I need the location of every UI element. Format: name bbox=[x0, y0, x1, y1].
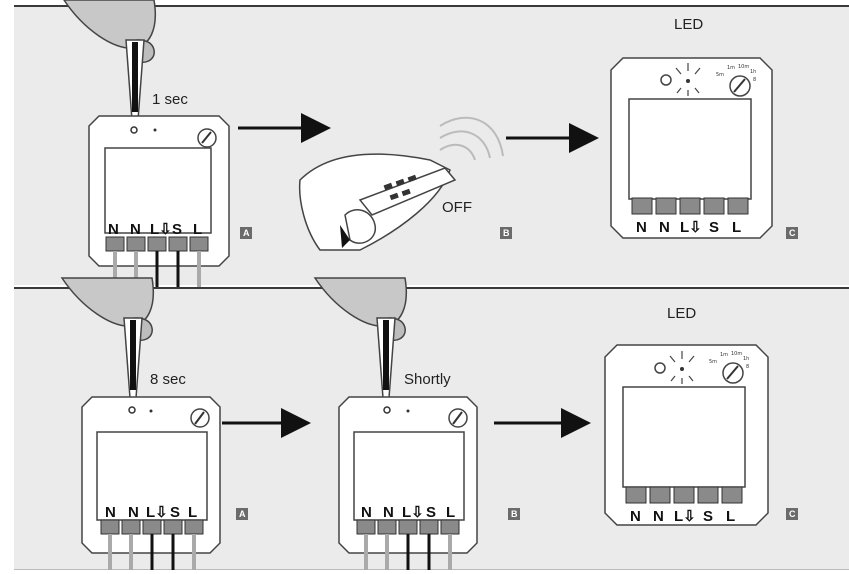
terminal-label-n2: N bbox=[128, 504, 139, 521]
step-badge bbox=[508, 508, 520, 520]
step-badge bbox=[786, 227, 798, 239]
terminal-label-s: S bbox=[426, 504, 436, 521]
step-badge-label: C bbox=[789, 228, 796, 238]
dial-label-1m: 1m bbox=[727, 65, 735, 71]
time-label: 1 sec bbox=[152, 91, 188, 108]
terminal-label-l-load: L⇩ bbox=[674, 508, 696, 525]
led-label: LED bbox=[674, 16, 703, 33]
dial-label-5m: 5m bbox=[716, 72, 724, 78]
led-indicator-icon bbox=[153, 128, 157, 132]
hand-pen-icon bbox=[314, 277, 408, 409]
bottom-step-c: LED 5m 1m 10m 1h 8 N N L⇩ S L C bbox=[604, 305, 798, 526]
time-label: Shortly bbox=[404, 371, 451, 388]
state-label: OFF bbox=[442, 199, 472, 216]
led-label: LED bbox=[667, 305, 696, 322]
device-window bbox=[353, 431, 465, 521]
device-window bbox=[622, 386, 746, 488]
top-step-c: LED 5m 1m 10m 1h 8 N N L⇩ S L C bbox=[610, 16, 798, 239]
led-indicator-icon bbox=[686, 79, 690, 83]
terminal-label-s: S bbox=[709, 219, 719, 236]
terminal-label-n2: N bbox=[130, 221, 141, 238]
terminal-blocks bbox=[356, 519, 460, 535]
step-badge-label: B bbox=[511, 509, 518, 519]
dial-label-1h: 1h bbox=[750, 69, 756, 75]
dial-label-8: 8 bbox=[753, 77, 756, 83]
time-label: 8 sec bbox=[150, 371, 186, 388]
hand-pen-icon bbox=[61, 277, 155, 409]
terminal-label-l: L bbox=[732, 219, 741, 236]
terminal-label-l-load: L⇩ bbox=[146, 504, 168, 521]
led-indicator-icon bbox=[149, 409, 153, 413]
dial-label-10m: 10m bbox=[731, 351, 742, 357]
step-badge bbox=[240, 227, 252, 239]
dial-label-8: 8 bbox=[746, 364, 749, 370]
dial-label-5m: 5m bbox=[709, 359, 717, 365]
terminal-label-l: L bbox=[446, 504, 455, 521]
step-badge bbox=[786, 508, 798, 520]
signal-waves-icon bbox=[439, 116, 504, 161]
dial-label-1h: 1h bbox=[743, 356, 749, 362]
bottom-step-b: Shortly N N L⇩ S L B bbox=[314, 277, 520, 572]
terminal-label-l-load: L⇩ bbox=[150, 221, 172, 238]
terminal-label-n2: N bbox=[383, 504, 394, 521]
terminal-label-l: L bbox=[726, 508, 735, 525]
terminal-label-n1: N bbox=[361, 504, 372, 521]
step-badge-label: A bbox=[239, 509, 246, 519]
program-button-icon bbox=[383, 406, 391, 414]
terminal-label-n1: N bbox=[630, 508, 641, 525]
program-button-icon bbox=[130, 126, 138, 134]
step-badge-label: A bbox=[243, 228, 250, 238]
step-badge-label: C bbox=[789, 509, 796, 519]
bottom-step-a: 8 sec N N L⇩ S L A bbox=[61, 277, 248, 572]
dial-label-1m: 1m bbox=[720, 352, 728, 358]
terminal-label-s: S bbox=[170, 504, 180, 521]
terminal-blocks bbox=[625, 486, 743, 504]
step-badge bbox=[500, 227, 512, 239]
terminal-label-l: L bbox=[188, 504, 197, 521]
dial-label-10m: 10m bbox=[738, 64, 749, 70]
led-indicator-icon bbox=[406, 409, 410, 413]
top-step-a: 1 sec N N L⇩ S L A bbox=[63, 0, 252, 289]
top-step-b: OFF B bbox=[298, 116, 512, 251]
step-badge-label: B bbox=[503, 228, 510, 238]
terminal-blocks bbox=[631, 197, 749, 215]
terminal-label-l: L bbox=[193, 221, 202, 238]
terminal-label-n1: N bbox=[105, 504, 116, 521]
hand-pen-icon bbox=[63, 0, 157, 131]
terminal-blocks bbox=[100, 519, 204, 535]
led-indicator-icon bbox=[680, 367, 684, 371]
device-window bbox=[96, 431, 208, 521]
terminal-label-n1: N bbox=[636, 219, 647, 236]
terminal-label-s: S bbox=[703, 508, 713, 525]
terminal-label-l-load: L⇩ bbox=[680, 219, 702, 236]
step-badge bbox=[236, 508, 248, 520]
terminal-blocks bbox=[105, 236, 209, 252]
terminal-label-n2: N bbox=[653, 508, 664, 525]
program-button-icon bbox=[654, 362, 666, 374]
device-window bbox=[628, 98, 752, 200]
terminal-label-n2: N bbox=[659, 219, 670, 236]
terminal-label-s: S bbox=[172, 221, 182, 238]
remote-hand-icon bbox=[298, 153, 457, 251]
terminal-label-n1: N bbox=[108, 221, 119, 238]
program-button-icon bbox=[660, 74, 672, 86]
program-button-icon bbox=[128, 406, 136, 414]
terminal-label-l-load: L⇩ bbox=[402, 504, 424, 521]
